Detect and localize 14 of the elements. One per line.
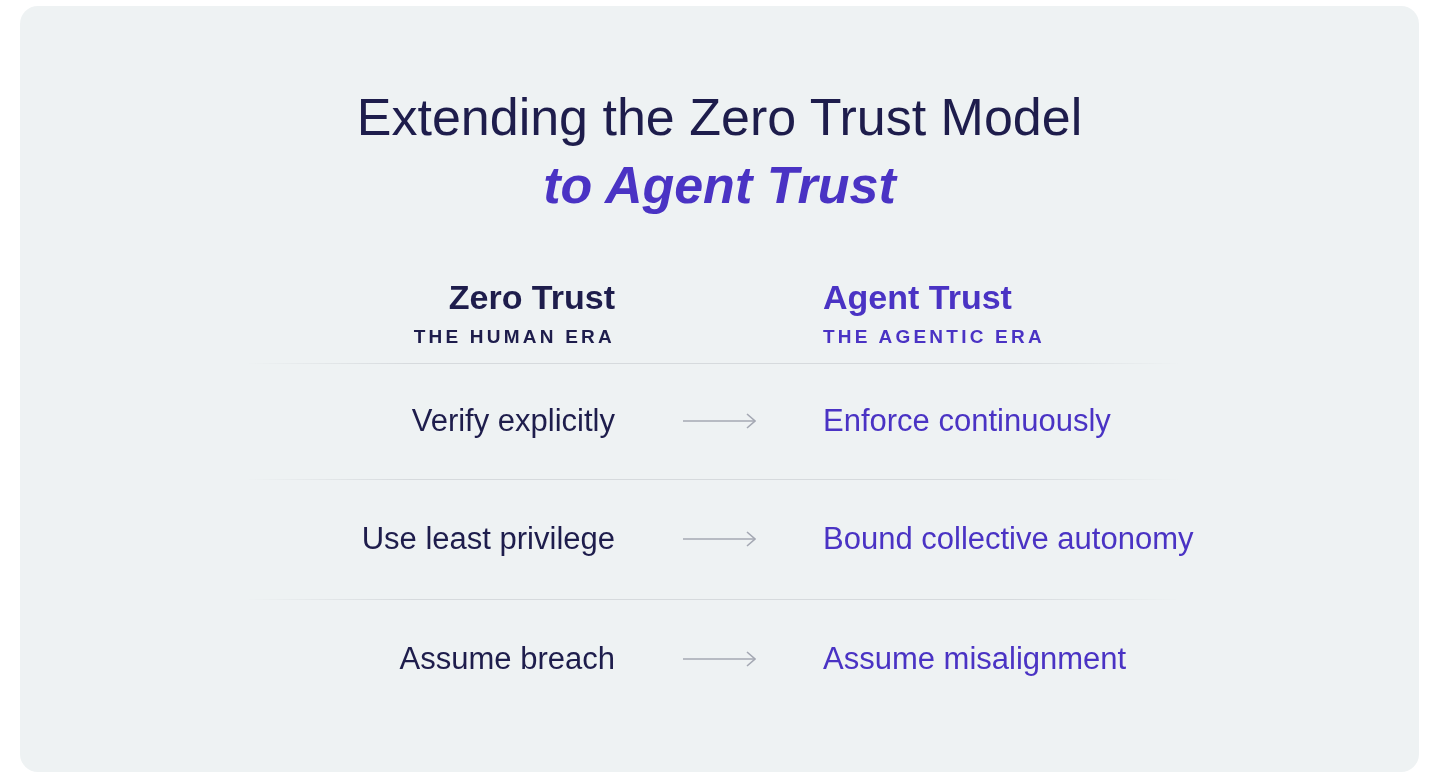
column-heading: Zero Trust (448, 277, 615, 317)
arrow (682, 413, 756, 429)
agent-trust-principle: Assume misalignment (823, 640, 1127, 678)
column-subheading: THE HUMAN ERA (413, 325, 615, 349)
agent-trust-principle: Enforce continuously (823, 402, 1111, 440)
agent-trust-principle: Bound collective autonomy (823, 520, 1194, 558)
title: Extending the Zero Trust Model to Agent Trust (356, 87, 1083, 216)
column-subheading: THE AGENTIC ERA (823, 325, 1045, 349)
zero-trust-principle: Assume breach (399, 640, 615, 678)
arrow (682, 531, 756, 547)
zero-trust-principle: Use least privilege (361, 520, 615, 558)
zero-trust-principle: Verify explicitly (411, 402, 615, 440)
column-heading: Agent Trust (823, 277, 1012, 317)
arrow (682, 651, 756, 667)
